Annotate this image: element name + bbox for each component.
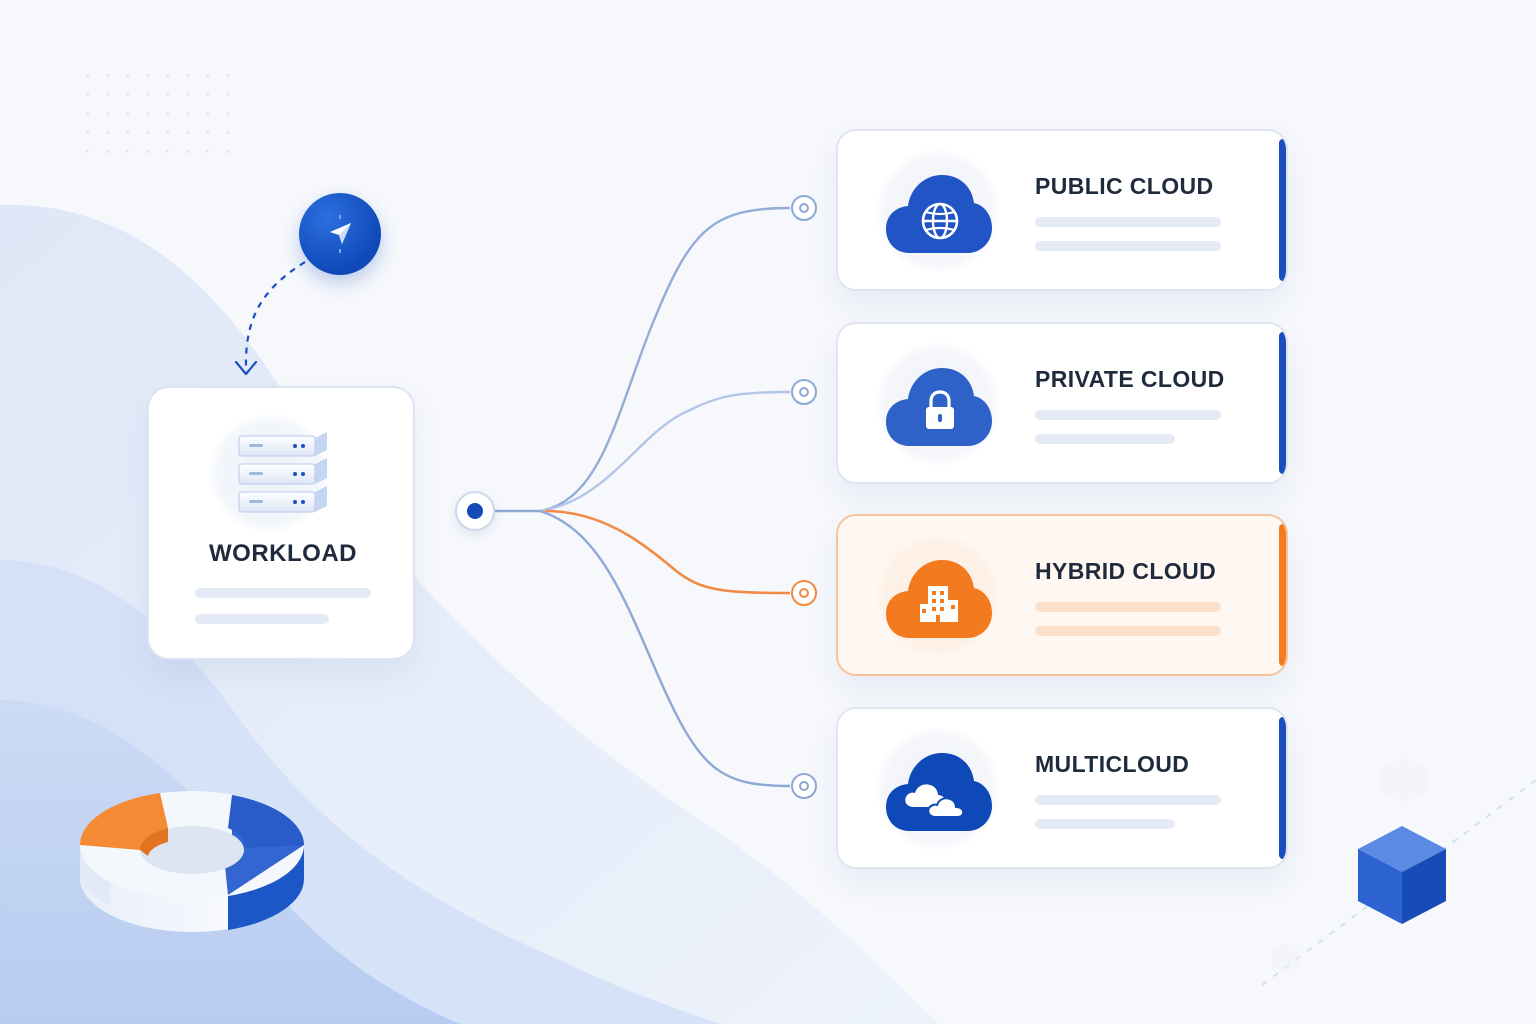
placeholder-line xyxy=(1035,434,1175,444)
connector-hybrid xyxy=(544,509,791,595)
dashed-arrow-head xyxy=(234,360,258,376)
placeholder-line xyxy=(1035,410,1221,420)
port-hybrid[interactable] xyxy=(791,580,817,606)
port-public[interactable] xyxy=(791,195,817,221)
placeholder-line xyxy=(1035,602,1221,612)
workload-card[interactable]: WORKLOAD xyxy=(147,386,415,660)
dashed-arrow-path xyxy=(244,261,306,369)
card-public-cloud[interactable]: PUBLIC CLOUD xyxy=(836,129,1288,291)
placeholder-line xyxy=(1035,241,1221,251)
compass-icon xyxy=(330,215,351,253)
placeholder-line xyxy=(195,614,329,624)
card-multicloud[interactable]: MULTICLOUD xyxy=(836,707,1288,869)
card-title: PUBLIC CLOUD xyxy=(1035,173,1214,199)
globe-icon xyxy=(886,175,992,253)
placeholder-line xyxy=(195,588,371,598)
card-accent xyxy=(1279,717,1286,859)
port-private[interactable] xyxy=(791,379,817,405)
card-accent xyxy=(1279,524,1286,666)
lock-icon xyxy=(886,368,992,446)
card-accent xyxy=(1279,139,1286,281)
dot-grid-decoration xyxy=(86,74,246,164)
server-icon xyxy=(238,432,327,513)
card-accent xyxy=(1279,332,1286,474)
workload-title: WORKLOAD xyxy=(209,540,357,567)
card-hybrid-cloud[interactable]: HYBRID CLOUD xyxy=(836,514,1288,676)
port-multi[interactable] xyxy=(791,773,817,799)
placeholder-line xyxy=(1035,626,1221,636)
placeholder-line xyxy=(1035,795,1221,805)
card-title: HYBRID CLOUD xyxy=(1035,558,1217,584)
card-private-cloud[interactable]: PRIVATE CLOUD xyxy=(836,322,1288,484)
connector-multi xyxy=(539,509,791,788)
placeholder-line xyxy=(1035,217,1221,227)
building-icon xyxy=(886,560,992,638)
connector-hub[interactable] xyxy=(455,491,495,531)
connector-public xyxy=(539,206,791,513)
clouds-icon xyxy=(886,753,992,831)
compass-button[interactable] xyxy=(299,193,381,275)
connector-private xyxy=(539,390,791,513)
card-title: PRIVATE CLOUD xyxy=(1035,366,1225,392)
placeholder-line xyxy=(1035,819,1175,829)
card-title: MULTICLOUD xyxy=(1035,751,1190,777)
